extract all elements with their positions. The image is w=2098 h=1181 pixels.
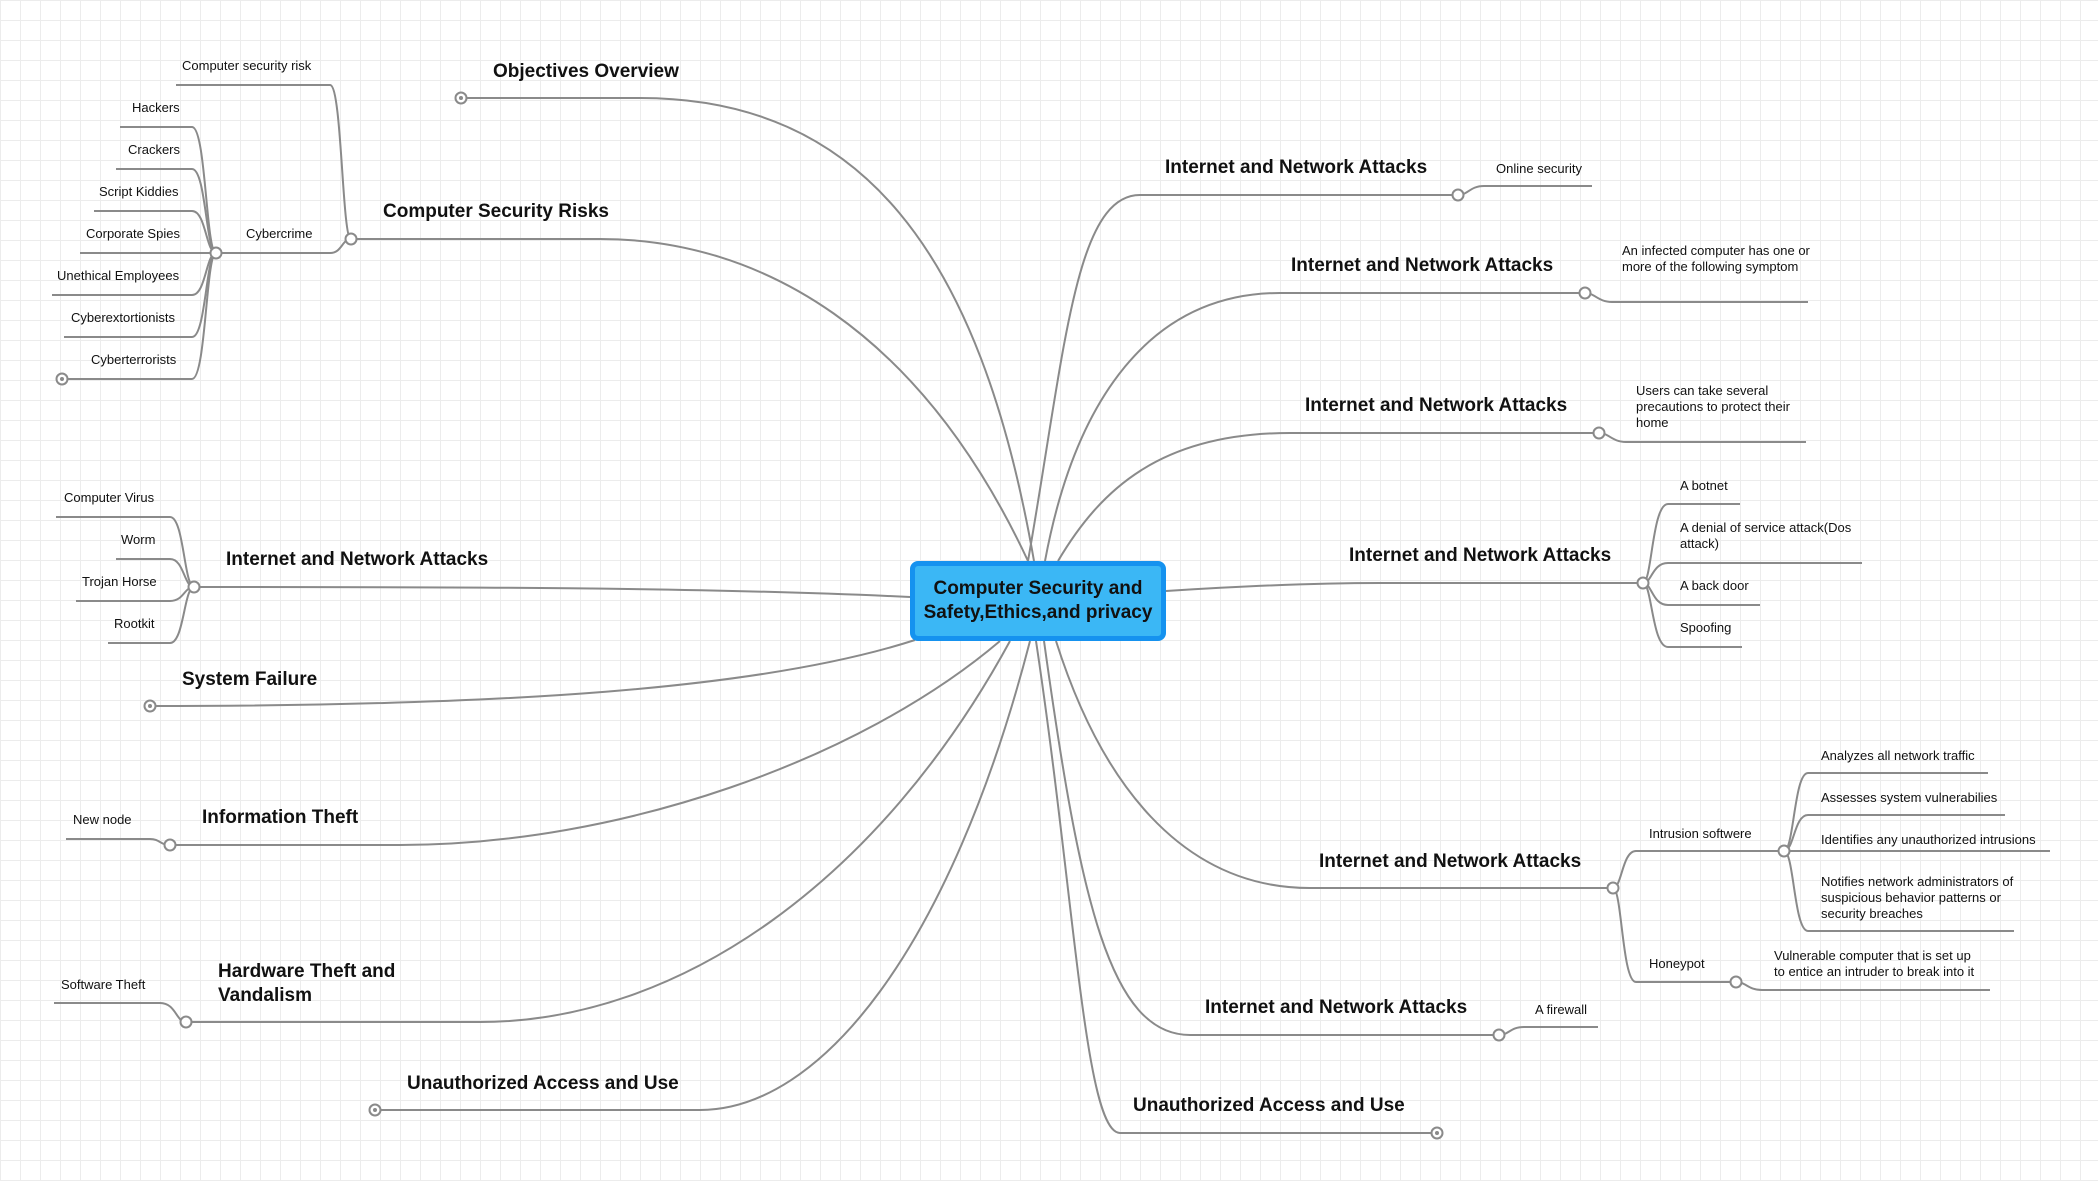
subtopic-identifies-intrusions[interactable]: Identifies any unauthorized intrusions: [1821, 832, 2036, 847]
subtopic-botnet[interactable]: A botnet: [1680, 478, 1728, 493]
topic-hardware-theft[interactable]: Hardware Theft and Vandalism: [218, 961, 396, 1006]
topic-information-theft[interactable]: Information Theft: [202, 807, 359, 828]
subtopic-rootkit[interactable]: Rootkit: [114, 616, 155, 631]
connector-right-attacks-3: [1057, 432, 1599, 562]
topic-right-attacks-4[interactable]: Internet and Network Attacks: [1349, 545, 1612, 566]
subtopic-unethical-employees[interactable]: Unethical Employees: [57, 268, 180, 283]
connector-hardware-theft: [186, 640, 1011, 1023]
connector-left-unauthorized: [375, 640, 1031, 1111]
subtopic-assesses-vulnerabilities[interactable]: Assesses system vulnerabilies: [1821, 790, 1998, 805]
subtopic-intrusion-softwere[interactable]: Intrusion softwere: [1649, 826, 1752, 841]
connector-objectives: [461, 97, 1035, 562]
connector-right-attacks-1: [1027, 194, 1458, 562]
subtopic-denial-of-service[interactable]: A denial of service attack(Dos attack): [1680, 520, 1852, 551]
subtopic-corporate-spies[interactable]: Corporate Spies: [86, 226, 180, 241]
subtopic-computer-virus[interactable]: Computer Virus: [64, 490, 155, 505]
topic-right-attacks-6[interactable]: Internet and Network Attacks: [1205, 997, 1468, 1018]
connector-right-attacks-4: [1165, 582, 1643, 592]
central-topic[interactable]: Computer Security and Safety,Ethics,and …: [910, 561, 1166, 641]
subtopic-honeypot[interactable]: Honeypot: [1649, 956, 1705, 971]
topic-computer-security-risks[interactable]: Computer Security Risks: [383, 201, 609, 222]
subtopic-analyzes-traffic[interactable]: Analyzes all network traffic: [1821, 748, 1975, 763]
subtopic-infected-computer[interactable]: An infected computer has one or more of …: [1622, 243, 1810, 274]
connector-information-theft: [170, 640, 1001, 846]
subtopic-computer-security-risk[interactable]: Computer security risk: [182, 58, 312, 73]
topic-right-attacks-2[interactable]: Internet and Network Attacks: [1291, 255, 1554, 276]
topic-objectives-overview[interactable]: Objectives Overview: [493, 61, 679, 82]
subtopic-new-node[interactable]: New node: [73, 812, 132, 827]
subtopic-trojan-horse[interactable]: Trojan Horse: [82, 574, 157, 589]
subtopic-software-theft[interactable]: Software Theft: [61, 977, 146, 992]
subtopic-crackers[interactable]: Crackers: [128, 142, 181, 157]
subtopic-back-door[interactable]: A back door: [1680, 578, 1749, 593]
subtopic-online-security[interactable]: Online security: [1496, 161, 1582, 176]
subtopic-cybercrime[interactable]: Cybercrime: [246, 226, 313, 241]
topic-right-attacks-5[interactable]: Internet and Network Attacks: [1319, 851, 1582, 872]
subtopic-script-kiddies[interactable]: Script Kiddies: [99, 184, 179, 199]
topic-right-attacks-1[interactable]: Internet and Network Attacks: [1165, 157, 1428, 178]
connector-risks: [351, 238, 1029, 562]
connector-right-attacks-5: [1055, 640, 1613, 889]
subtopic-worm[interactable]: Worm: [121, 532, 156, 547]
topic-right-attacks-3[interactable]: Internet and Network Attacks: [1305, 395, 1568, 416]
subtopic-firewall[interactable]: A firewall: [1535, 1002, 1588, 1017]
subtopic-notifies-administrators[interactable]: Notifies network administrators of suspi…: [1821, 874, 2014, 921]
subtopic-precautions[interactable]: Users can take several precautions to pr…: [1636, 383, 1790, 430]
subtopic-cyberextortionists[interactable]: Cyberextortionists: [71, 310, 176, 325]
topic-right-unauthorized-access[interactable]: Unauthorized Access and Use: [1133, 1095, 1405, 1116]
subtopic-hackers[interactable]: Hackers: [132, 100, 180, 115]
connector-system-failure: [149, 639, 916, 707]
topic-left-unauthorized-access[interactable]: Unauthorized Access and Use: [407, 1073, 679, 1094]
topic-left-internet-network-attacks[interactable]: Internet and Network Attacks: [226, 549, 489, 570]
subtopic-spoofing[interactable]: Spoofing: [1680, 620, 1732, 635]
connector-left-attacks: [193, 586, 911, 598]
connector-right-unauthorized: [1035, 640, 1437, 1134]
subtopic-cyberterrorists[interactable]: Cyberterrorists: [91, 352, 177, 367]
connector-right-attacks-2: [1044, 292, 1585, 562]
connector-right-attacks-6: [1043, 640, 1499, 1036]
topic-system-failure[interactable]: System Failure: [182, 669, 318, 690]
subtopic-vulnerable-computer[interactable]: Vulnerable computer that is set up to en…: [1774, 948, 1975, 979]
